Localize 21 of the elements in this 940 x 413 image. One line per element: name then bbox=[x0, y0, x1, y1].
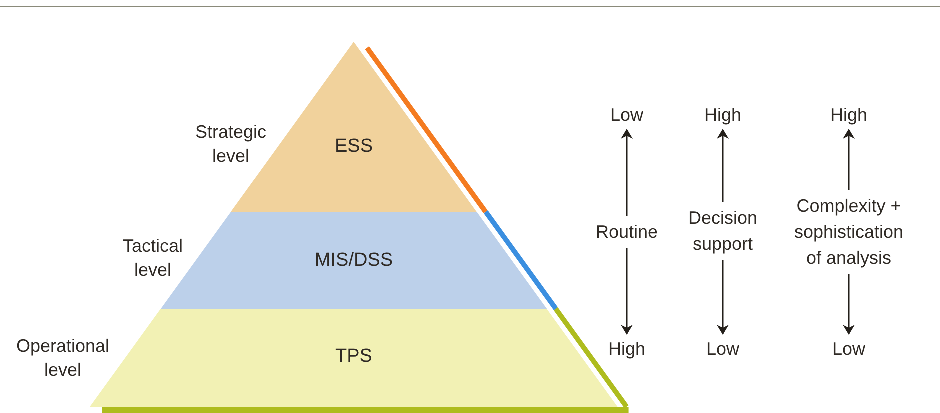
scale-label: High bbox=[830, 102, 868, 128]
scale-label: Low bbox=[610, 102, 644, 128]
scale-label: Decision support bbox=[678, 205, 768, 257]
level-caption: Operational level bbox=[15, 335, 111, 382]
scale-label: Low bbox=[832, 336, 866, 362]
scale-label: High bbox=[608, 336, 646, 362]
arrow bbox=[717, 260, 729, 335]
level-label: MIS/DSS bbox=[314, 249, 394, 273]
level-label: TPS bbox=[336, 345, 372, 369]
arrow bbox=[843, 274, 855, 335]
arrow bbox=[717, 129, 729, 202]
scale-label: Routine bbox=[596, 219, 658, 245]
scale-label: Complexity + sophistication of analysis bbox=[786, 193, 912, 271]
scale-label: Low bbox=[706, 336, 740, 362]
arrow bbox=[621, 129, 633, 216]
level-label: ESS bbox=[334, 135, 373, 159]
arrow bbox=[843, 129, 855, 190]
scale-label: High bbox=[704, 102, 742, 128]
level-caption: Tactical level bbox=[122, 235, 184, 282]
arrow bbox=[621, 248, 633, 335]
level-caption: Strategic level bbox=[194, 121, 268, 168]
